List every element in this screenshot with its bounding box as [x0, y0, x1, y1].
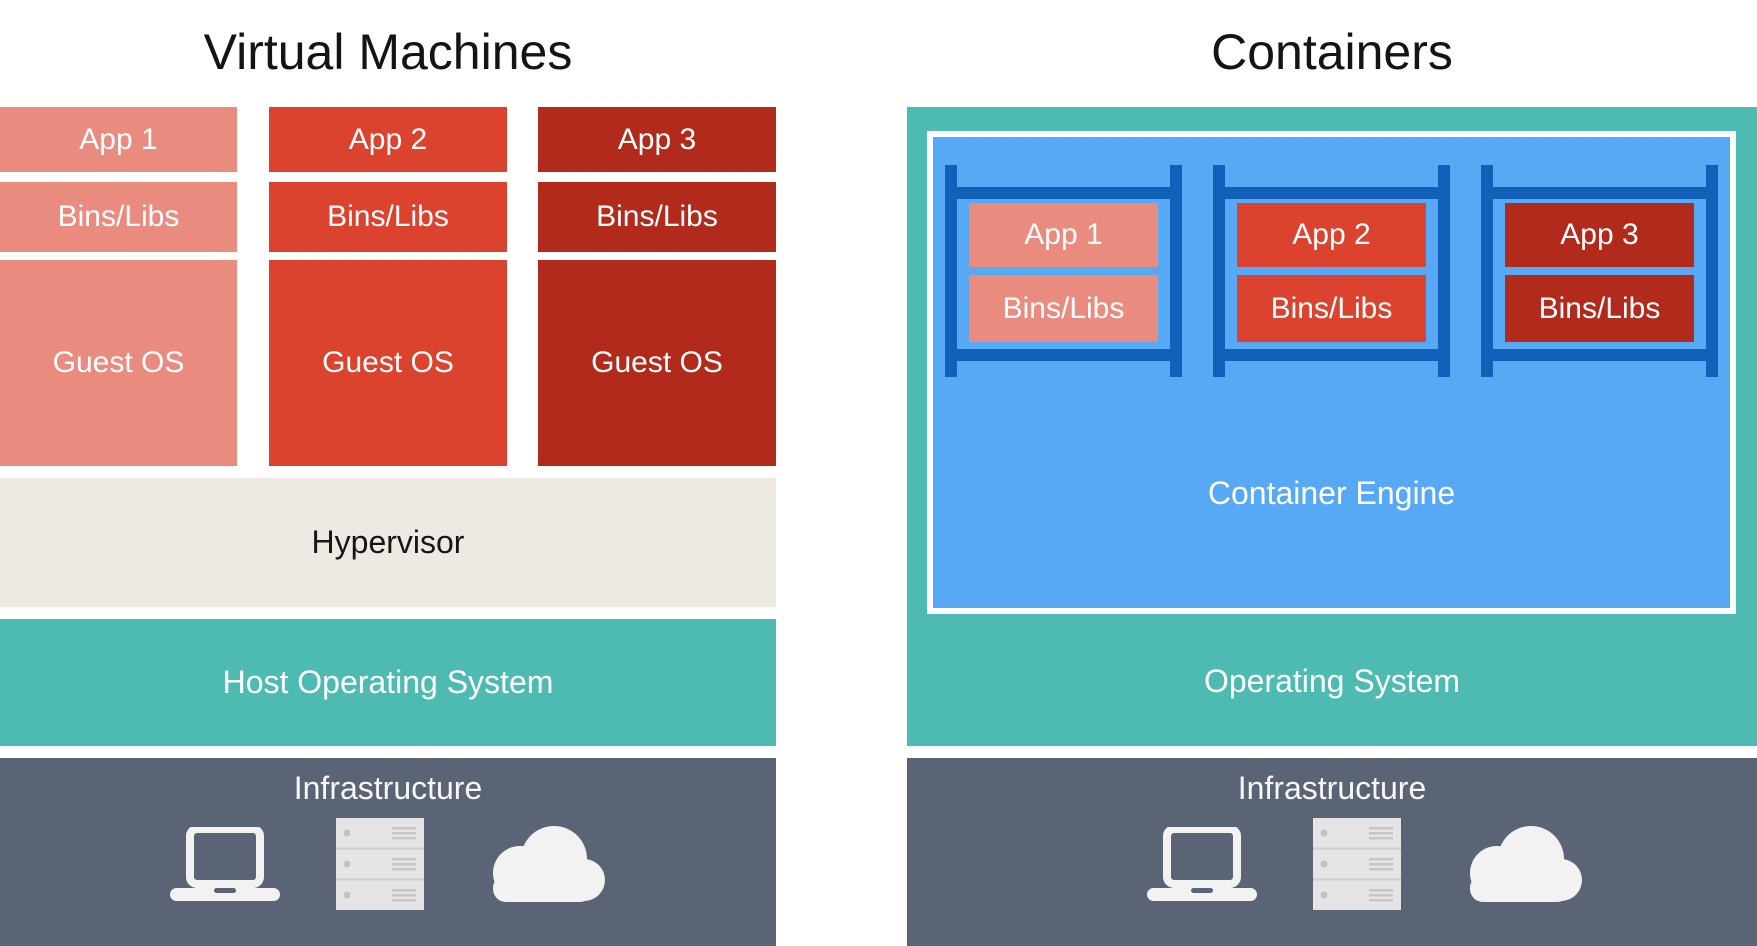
container-post-icon [1481, 165, 1493, 377]
infrastructure-label: Infrastructure [1237, 770, 1427, 806]
container-app-block-2: App 2 [1237, 203, 1426, 267]
vm-bins-block-2: Bins/Libs [269, 182, 507, 252]
container-rail-icon [945, 349, 1182, 361]
laptop-icon [170, 825, 280, 906]
container-post-icon [1706, 165, 1718, 377]
vm-guest-os-block-2: Guest OS [269, 260, 507, 466]
host-os-block: Host Operating System [0, 619, 776, 746]
container-1: App 1 Bins/Libs [945, 165, 1182, 377]
container-post-icon [1438, 165, 1450, 377]
container-2: App 2 Bins/Libs [1213, 165, 1450, 377]
container-engine-frame: App 1 Bins/Libs App 2 Bins/Libs Ap [927, 131, 1736, 614]
vm-app-block-2: App 2 [269, 107, 507, 172]
container-engine-box: App 1 Bins/Libs App 2 Bins/Libs Ap [933, 137, 1730, 608]
container-bins-block-1: Bins/Libs [969, 275, 1158, 342]
containers-title: Containers [1211, 24, 1453, 80]
server-icon [1313, 818, 1401, 915]
container-rail-icon [1481, 187, 1718, 199]
container-rail-icon [1213, 187, 1450, 199]
vm-app-block-3: App 3 [538, 107, 776, 172]
container-rail-icon [1213, 349, 1450, 361]
container-rail-icon [1481, 349, 1718, 361]
hypervisor-block: Hypervisor [0, 478, 776, 607]
container-app-block-1: App 1 [969, 203, 1158, 267]
laptop-icon [1147, 825, 1257, 906]
cloud-icon [480, 826, 606, 907]
container-app-block-3: App 3 [1505, 203, 1694, 267]
vm-bins-block-3: Bins/Libs [538, 182, 776, 252]
cloud-icon [1457, 826, 1583, 907]
vm-guest-os-block-1: Guest OS [0, 260, 237, 466]
containers-host-box: App 1 Bins/Libs App 2 Bins/Libs Ap [907, 107, 1757, 746]
operating-system-label: Operating System [1203, 663, 1461, 699]
container-bins-block-3: Bins/Libs [1505, 275, 1694, 342]
container-rail-icon [945, 187, 1182, 199]
vm-bins-block-1: Bins/Libs [0, 182, 237, 252]
container-post-icon [1213, 165, 1225, 377]
infrastructure-label: Infrastructure [293, 770, 483, 806]
vm-app-block-1: App 1 [0, 107, 237, 172]
container-bins-block-2: Bins/Libs [1237, 275, 1426, 342]
infrastructure-icons [0, 818, 776, 915]
container-post-icon [1170, 165, 1182, 377]
container-post-icon [945, 165, 957, 377]
container-engine-label: Container Engine [1207, 475, 1456, 511]
infrastructure-block-left: Infrastructure [0, 758, 776, 946]
infrastructure-block-right: Infrastructure [907, 758, 1757, 946]
infrastructure-icons [940, 818, 1757, 915]
vm-title: Virtual Machines [203, 24, 573, 80]
container-3: App 3 Bins/Libs [1481, 165, 1718, 377]
vm-guest-os-block-3: Guest OS [538, 260, 776, 466]
server-icon [336, 818, 424, 915]
